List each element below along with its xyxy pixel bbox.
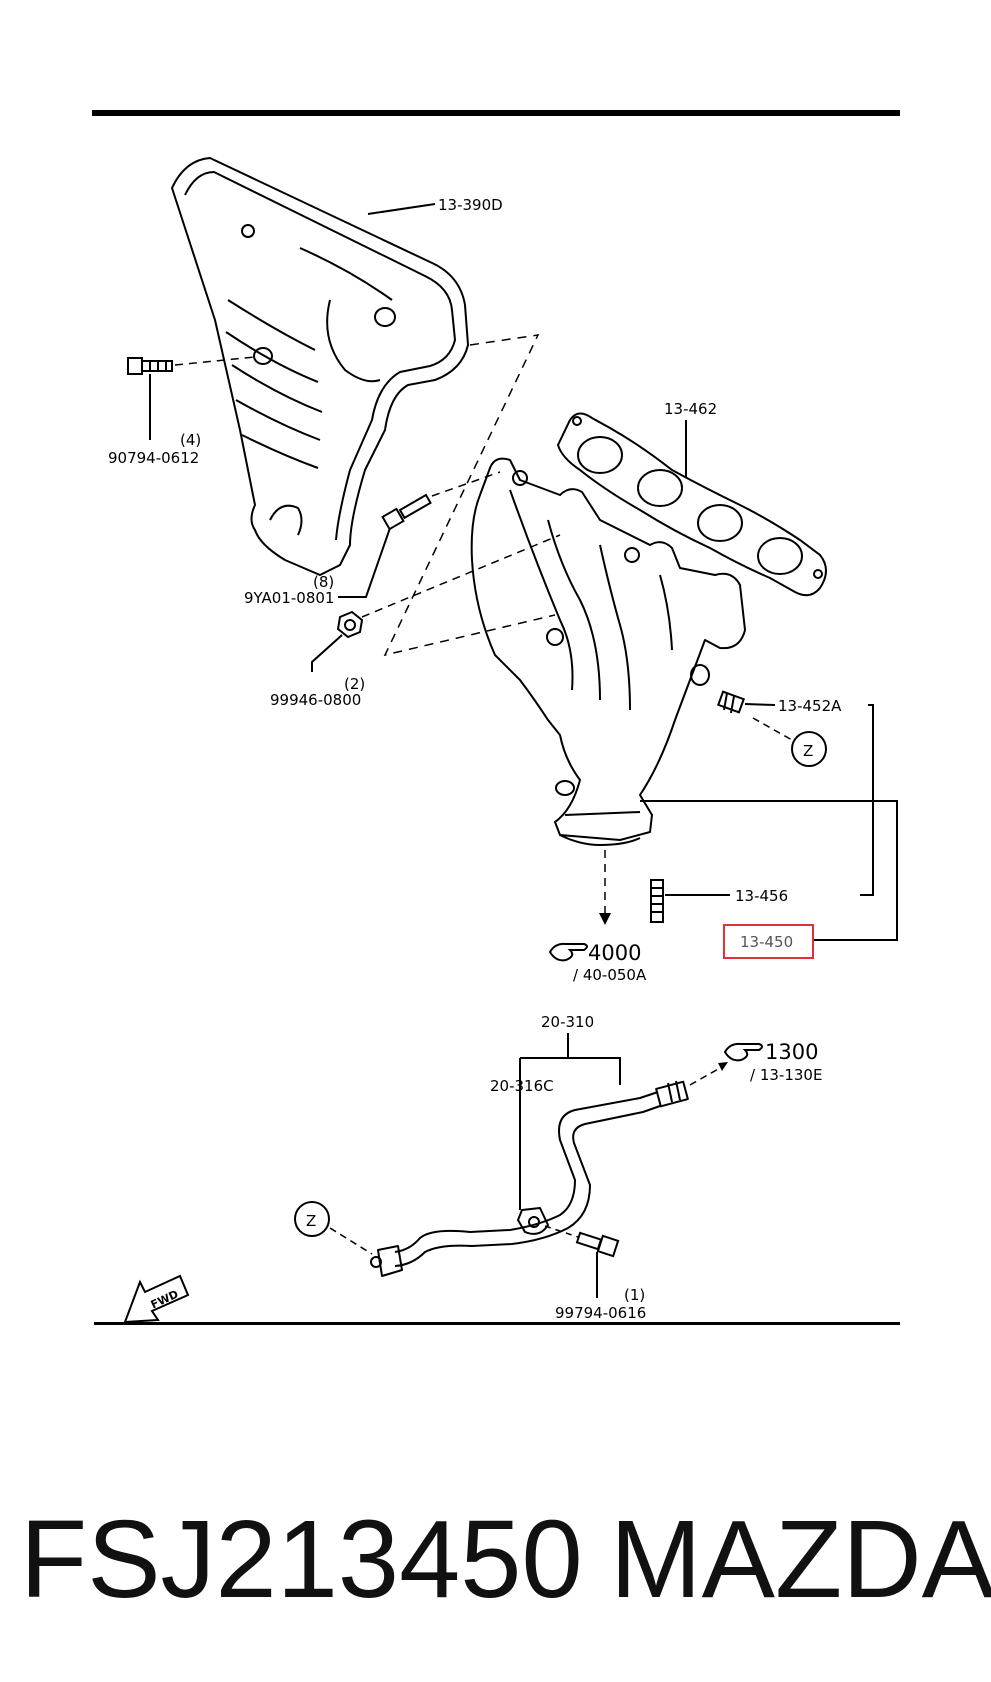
arrowhead-1300 xyxy=(718,1062,728,1071)
arrowhead-4000 xyxy=(599,913,611,925)
ref-z-upper-circle xyxy=(791,731,827,767)
top-rule xyxy=(92,110,900,116)
label-pipe-clip: 20-316C xyxy=(490,1077,554,1095)
label-stud-bolt-qty: (8) xyxy=(313,573,334,591)
bracket-manifold xyxy=(640,800,898,941)
dash-stud-bolt xyxy=(431,471,501,497)
highlight-box xyxy=(723,924,814,959)
label-gasket: 13-462 xyxy=(664,400,717,418)
dash-nut xyxy=(361,534,561,618)
ref-4000-num: 4000 xyxy=(588,941,641,965)
label-nut-qty: (2) xyxy=(344,675,365,693)
ref-1300-icon xyxy=(723,1042,763,1062)
bolt-bottom xyxy=(575,1231,620,1258)
bracket-pipe-group xyxy=(519,1033,621,1210)
label-manifold: 13-450 xyxy=(740,933,793,951)
dash-ref-z-lower xyxy=(329,1227,373,1255)
ref-1300-sub: / 13-130E xyxy=(750,1066,822,1084)
label-heat-shield: 13-390D xyxy=(438,196,503,214)
footer-part-number: FSJ213450 xyxy=(20,1498,583,1621)
label-bolt-top-qty: (4) xyxy=(180,431,201,449)
label-nut: 99946-0800 xyxy=(270,691,361,709)
bottom-rule xyxy=(94,1322,900,1325)
dash-bolt-top xyxy=(174,356,256,366)
fwd-arrow-icon xyxy=(123,1274,190,1324)
label-ref-z-upper: Z xyxy=(803,742,813,760)
bolt-top xyxy=(127,357,173,375)
footer: FSJ213450 MAZDA xyxy=(0,1490,991,1630)
ref-4000-sub: / 40-050A xyxy=(573,966,647,984)
dash-alignment-box xyxy=(383,334,556,657)
stud xyxy=(650,879,664,923)
plug xyxy=(716,690,746,714)
pipe xyxy=(370,1080,689,1277)
nut xyxy=(336,610,364,639)
label-bolt-top: 90794-0612 xyxy=(108,449,199,467)
heat-shield xyxy=(171,157,469,576)
ref-4000-icon xyxy=(548,942,588,962)
label-bolt-bottom-qty: (1) xyxy=(624,1286,645,1304)
gasket xyxy=(556,412,827,597)
ref-1300-num: 1300 xyxy=(765,1040,818,1064)
dash-arrow-1300 xyxy=(689,1067,721,1086)
label-stud: 13-456 xyxy=(735,887,788,905)
label-plug: 13-452A xyxy=(778,697,842,715)
leader-nut xyxy=(311,634,343,672)
dash-bolt-bottom xyxy=(544,1225,579,1238)
footer-brand: MAZDA xyxy=(610,1498,991,1621)
label-bolt-bottom: 99794-0616 xyxy=(555,1304,646,1322)
stud-bolt xyxy=(381,493,432,531)
leader-plug xyxy=(744,703,776,706)
exhaust-manifold xyxy=(470,457,746,846)
label-pipe-group: 20-310 xyxy=(541,1013,594,1031)
fwd-label: FWD xyxy=(149,1288,181,1312)
leader-heat-shield xyxy=(367,203,436,215)
dash-ref-z-upper xyxy=(752,717,793,741)
label-stud-bolt: 9YA01-0801 xyxy=(244,589,334,607)
ref-z-lower-circle xyxy=(294,1201,330,1237)
leader-stud-bolt xyxy=(338,527,391,598)
label-ref-z-lower: Z xyxy=(306,1212,316,1230)
